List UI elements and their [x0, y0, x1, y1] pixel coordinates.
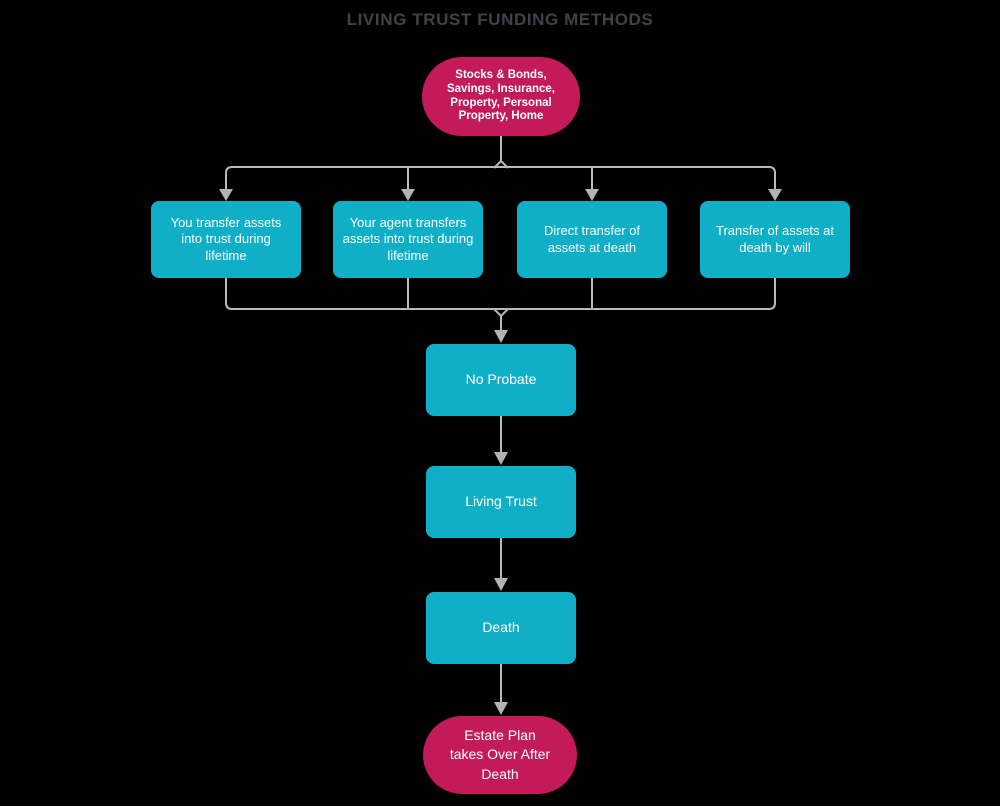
- node-method-direct-transfer: Direct transfer of assets at death: [517, 201, 667, 278]
- page-title: LIVING TRUST FUNDING METHODS: [346, 10, 654, 29]
- node-method-transfer-by-will-label: Transfer of assets at death by will: [715, 223, 834, 255]
- node-living-trust-label: Living Trust: [465, 493, 537, 510]
- node-estate-plan-label: Estate Plan takes Over After Death: [449, 726, 551, 782]
- node-death: Death: [426, 592, 576, 664]
- node-living-trust: Living Trust: [426, 466, 576, 538]
- node-method-direct-transfer-label: Direct transfer of assets at death: [543, 223, 641, 255]
- node-method-agent-transfers-label: Your agent transfers assets into trust d…: [342, 214, 474, 263]
- arrow-no-probate-to-living-trust: [494, 416, 508, 465]
- arrow-death-to-estate-plan: [494, 664, 508, 715]
- connector-source-branch: [219, 136, 782, 201]
- node-method-transfer-by-will: Transfer of assets at death by will: [700, 201, 850, 278]
- node-method-agent-transfers: Your agent transfers assets into trust d…: [333, 201, 483, 278]
- connector-merge-no-probate: [225, 278, 776, 343]
- node-no-probate: No Probate: [426, 344, 576, 416]
- arrow-living-trust-to-death: [494, 538, 508, 591]
- node-death-label: Death: [482, 619, 520, 636]
- node-assets-source: Stocks & Bonds, Savings, Insurance, Prop…: [422, 57, 580, 136]
- node-method-you-transfer-label: You transfer assets into trust during li…: [170, 214, 282, 263]
- node-method-you-transfer: You transfer assets into trust during li…: [151, 201, 301, 278]
- node-assets-source-label: Stocks & Bonds, Savings, Insurance, Prop…: [446, 69, 555, 123]
- node-estate-plan: Estate Plan takes Over After Death: [423, 716, 577, 794]
- node-no-probate-label: No Probate: [465, 371, 537, 388]
